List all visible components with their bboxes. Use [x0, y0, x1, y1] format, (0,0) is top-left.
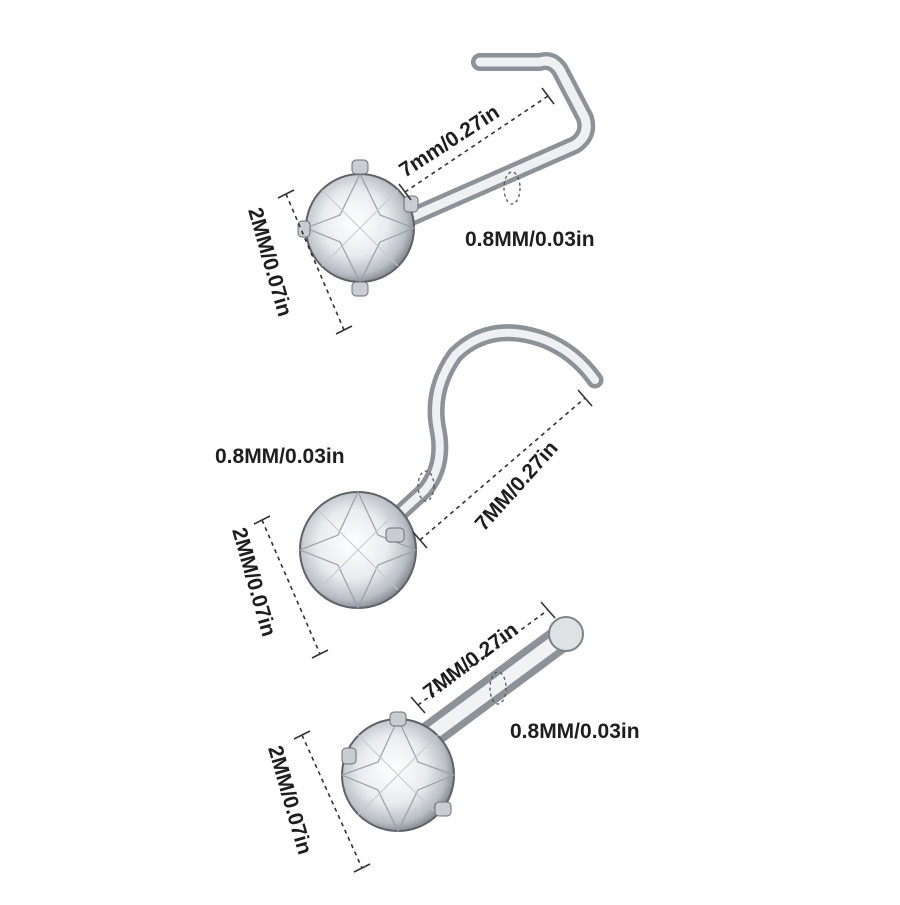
screw-stud: [253, 324, 604, 659]
gem-icon: [297, 159, 419, 297]
item3-gauge-label: 0.8MM/0.03in: [510, 720, 640, 743]
gem-dimension-line: [301, 734, 363, 869]
l-shaped-stud: [277, 52, 596, 335]
item2-length-label: 7MM/0.27in: [471, 437, 563, 536]
item1-gauge-label: 0.8MM/0.03in: [465, 228, 595, 251]
bone-stud: [293, 601, 584, 873]
item1-length-label: 7mm/0.27in: [395, 101, 503, 183]
gem-dimension-line: [285, 193, 345, 331]
gem-icon: [340, 711, 456, 833]
item1-gem-label: 2MM/0.07in: [243, 205, 296, 319]
item3-gem-label: 2MM/0.07in: [263, 743, 316, 857]
gem-icon: [298, 490, 418, 610]
gem-dimension-line: [261, 519, 321, 655]
item2-gauge-label: 0.8MM/0.03in: [215, 445, 345, 468]
length-dimension-line: [417, 609, 549, 706]
